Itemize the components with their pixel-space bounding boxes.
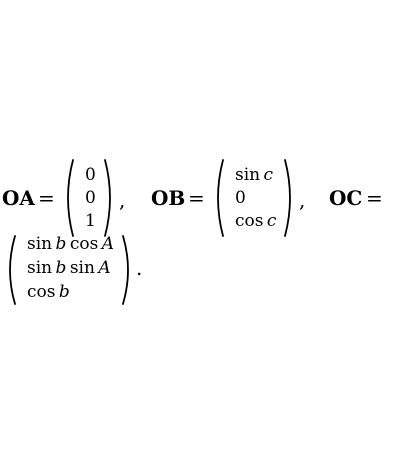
right-paren-ob <box>284 159 291 237</box>
ob-entry-3: cos c <box>235 211 277 231</box>
left-paren-ob <box>217 159 224 237</box>
ob-entry-2: 0 <box>235 188 246 208</box>
oa-entry-3: 1 <box>85 211 96 231</box>
oc-entry-1: sin b cos A <box>27 234 114 254</box>
left-paren-oc <box>9 235 16 305</box>
vector-ob-label: OB <box>151 186 186 210</box>
oa-entry-2: 0 <box>85 188 96 208</box>
left-paren-oa <box>67 159 74 237</box>
vector-oc-label: OC <box>329 186 363 210</box>
oa-entry-1: 0 <box>85 165 96 185</box>
comma-ob: , <box>299 188 306 212</box>
right-paren-oc <box>122 235 129 305</box>
vector-oa-label: OA <box>2 186 35 210</box>
period-oc: . <box>136 256 143 280</box>
oc-entry-2: sin b sin A <box>27 258 111 278</box>
equals-sign-ob: = <box>188 186 205 210</box>
ob-entry-1: sin c <box>235 165 274 185</box>
equals-sign-oa: = <box>38 186 55 210</box>
equals-sign-oc: = <box>366 186 383 210</box>
right-paren-oa <box>104 159 111 237</box>
oc-entry-3: cos b <box>27 282 70 302</box>
comma-oa: , <box>119 188 126 212</box>
